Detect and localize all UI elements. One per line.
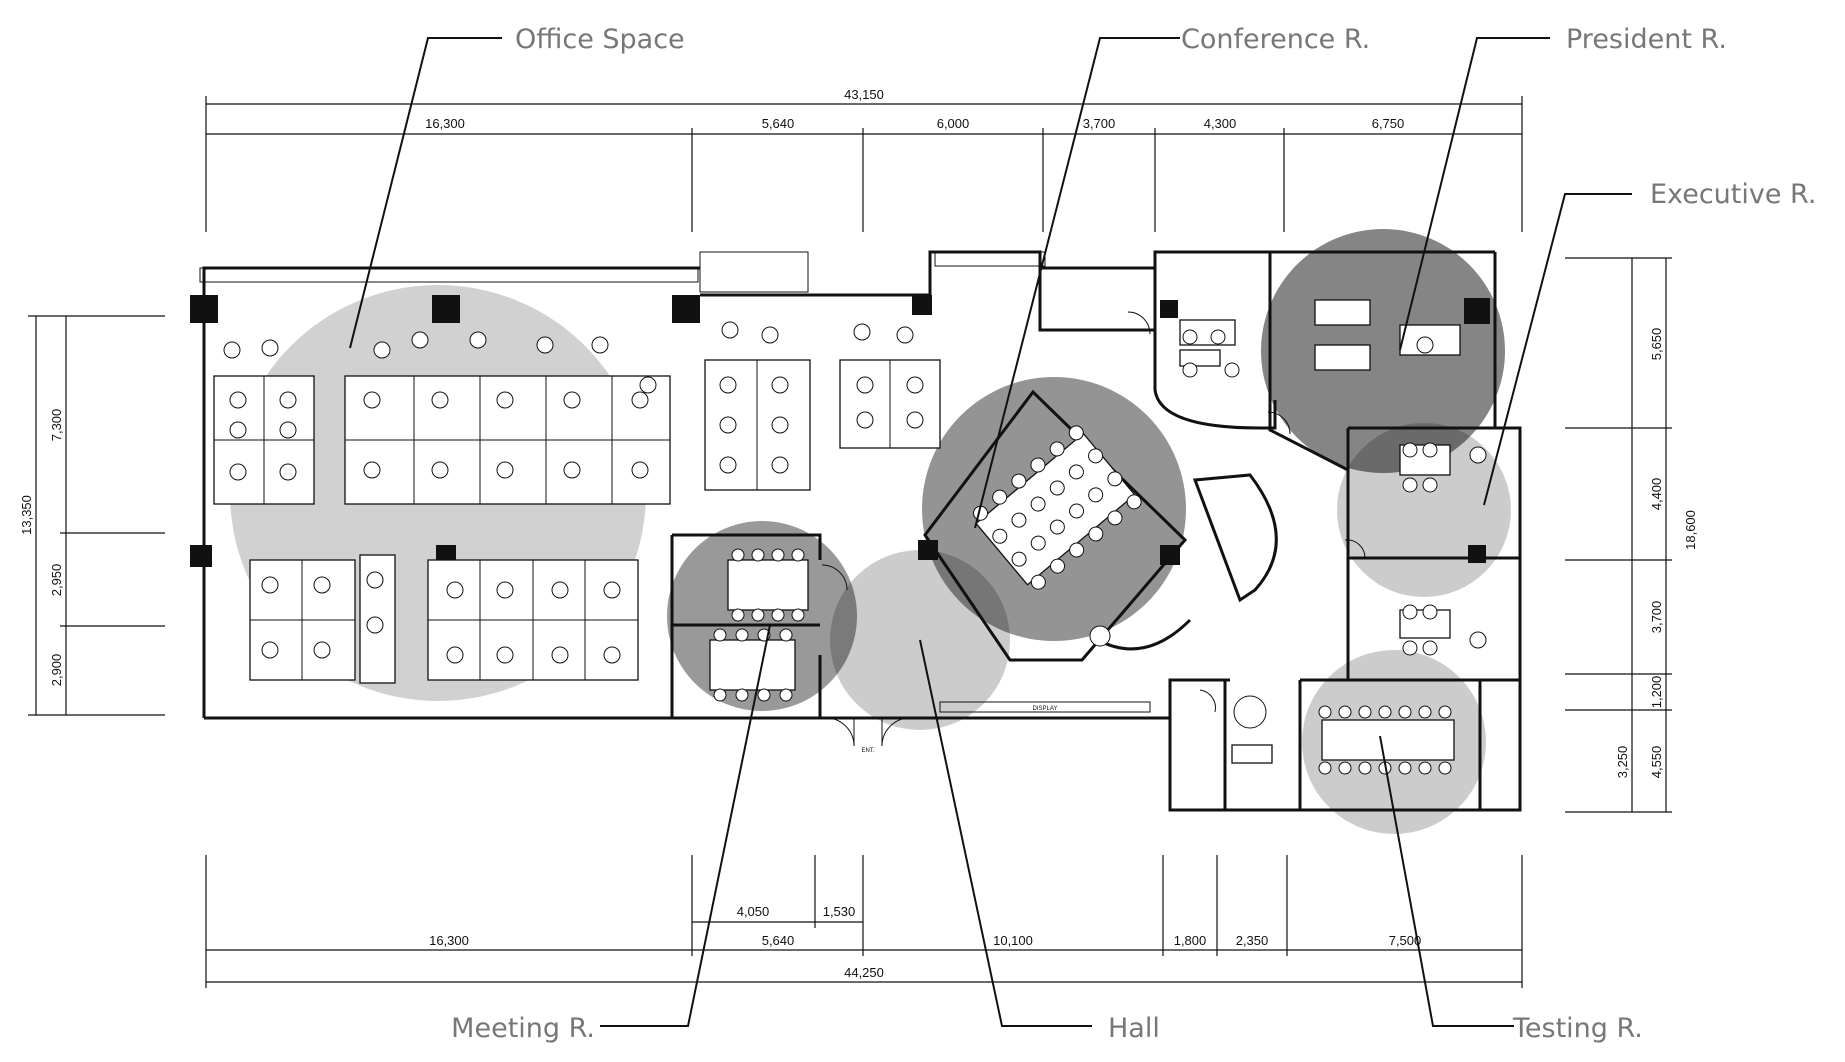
interior-partitions: DISPLAY ENT. [670, 252, 1366, 810]
entrance-label: ENT. [861, 748, 874, 754]
label-executive-room: Executive R. [1650, 179, 1816, 210]
dim-right-sub: 3,250 [1615, 746, 1630, 779]
dim-bottom-total: 44,250 [844, 965, 884, 980]
dim-top-1: 16,300 [425, 116, 465, 131]
conference-seating [973, 425, 1142, 590]
dim-bottom-1: 16,300 [429, 933, 469, 948]
meeting-tables [709, 548, 809, 702]
dim-top-5: 4,300 [1204, 116, 1237, 131]
label-testing-room: Testing R. [1512, 1013, 1643, 1044]
building-walls [190, 250, 1522, 812]
furniture [213, 299, 1487, 775]
workstation-cluster-6 [839, 323, 941, 449]
dim-left-3: 2,900 [49, 654, 64, 687]
workstation-cluster-2 [344, 331, 671, 505]
dim-top-4: 3,700 [1083, 116, 1116, 131]
dim-right-1: 5,650 [1649, 328, 1664, 361]
dim-bottom-3: 10,100 [993, 933, 1033, 948]
callout-leaders [349, 37, 1632, 1027]
workstation-cluster-3 [249, 554, 396, 684]
dimension-lines [28, 96, 1672, 988]
dim-right-4: 1,200 [1649, 676, 1664, 709]
dim-left-2: 2,950 [49, 564, 64, 597]
dim-left-total: 13,350 [19, 495, 34, 535]
dim-right-5: 4,550 [1649, 746, 1664, 779]
dim-bottom-sub-1: 4,050 [737, 904, 770, 919]
dim-bottom-5: 2,350 [1236, 933, 1269, 948]
dim-left-1: 7,300 [49, 409, 64, 442]
dim-top-3: 6,000 [937, 116, 970, 131]
dim-right-3: 3,700 [1649, 601, 1664, 634]
workstation-cluster-4 [427, 559, 639, 681]
dim-bottom-6: 7,500 [1389, 933, 1422, 948]
testing-table [1318, 705, 1455, 775]
label-president-room: President R. [1566, 24, 1727, 55]
label-meeting-room: Meeting R. [451, 1013, 595, 1044]
dim-bottom-2: 5,640 [762, 933, 795, 948]
executive-room-zone [1337, 423, 1511, 597]
round-table [1089, 625, 1111, 647]
dim-top-2: 5,640 [762, 116, 795, 131]
dimension-labels: 43,150 16,300 5,640 6,000 3,700 4,300 6,… [19, 87, 1698, 980]
label-conference-room: Conference R. [1181, 24, 1370, 55]
dim-top-total: 43,150 [844, 87, 884, 102]
label-hall: Hall [1108, 1013, 1160, 1044]
workstation-cluster-5 [704, 321, 811, 491]
dim-right-2: 4,400 [1649, 478, 1664, 511]
callout-labels: Office Space Conference R. President R. … [451, 24, 1816, 1044]
dim-bottom-4: 1,800 [1174, 933, 1207, 948]
workstation-cluster-1 [213, 339, 315, 505]
display-label: DISPLAY [1033, 706, 1058, 712]
label-office-space: Office Space [515, 24, 685, 55]
office-furniture-right [1179, 299, 1487, 764]
dim-right-total: 18,600 [1683, 510, 1698, 550]
dim-bottom-sub-2: 1,530 [823, 904, 856, 919]
dim-top-6: 6,750 [1372, 116, 1405, 131]
president-room-zone [1261, 229, 1505, 473]
